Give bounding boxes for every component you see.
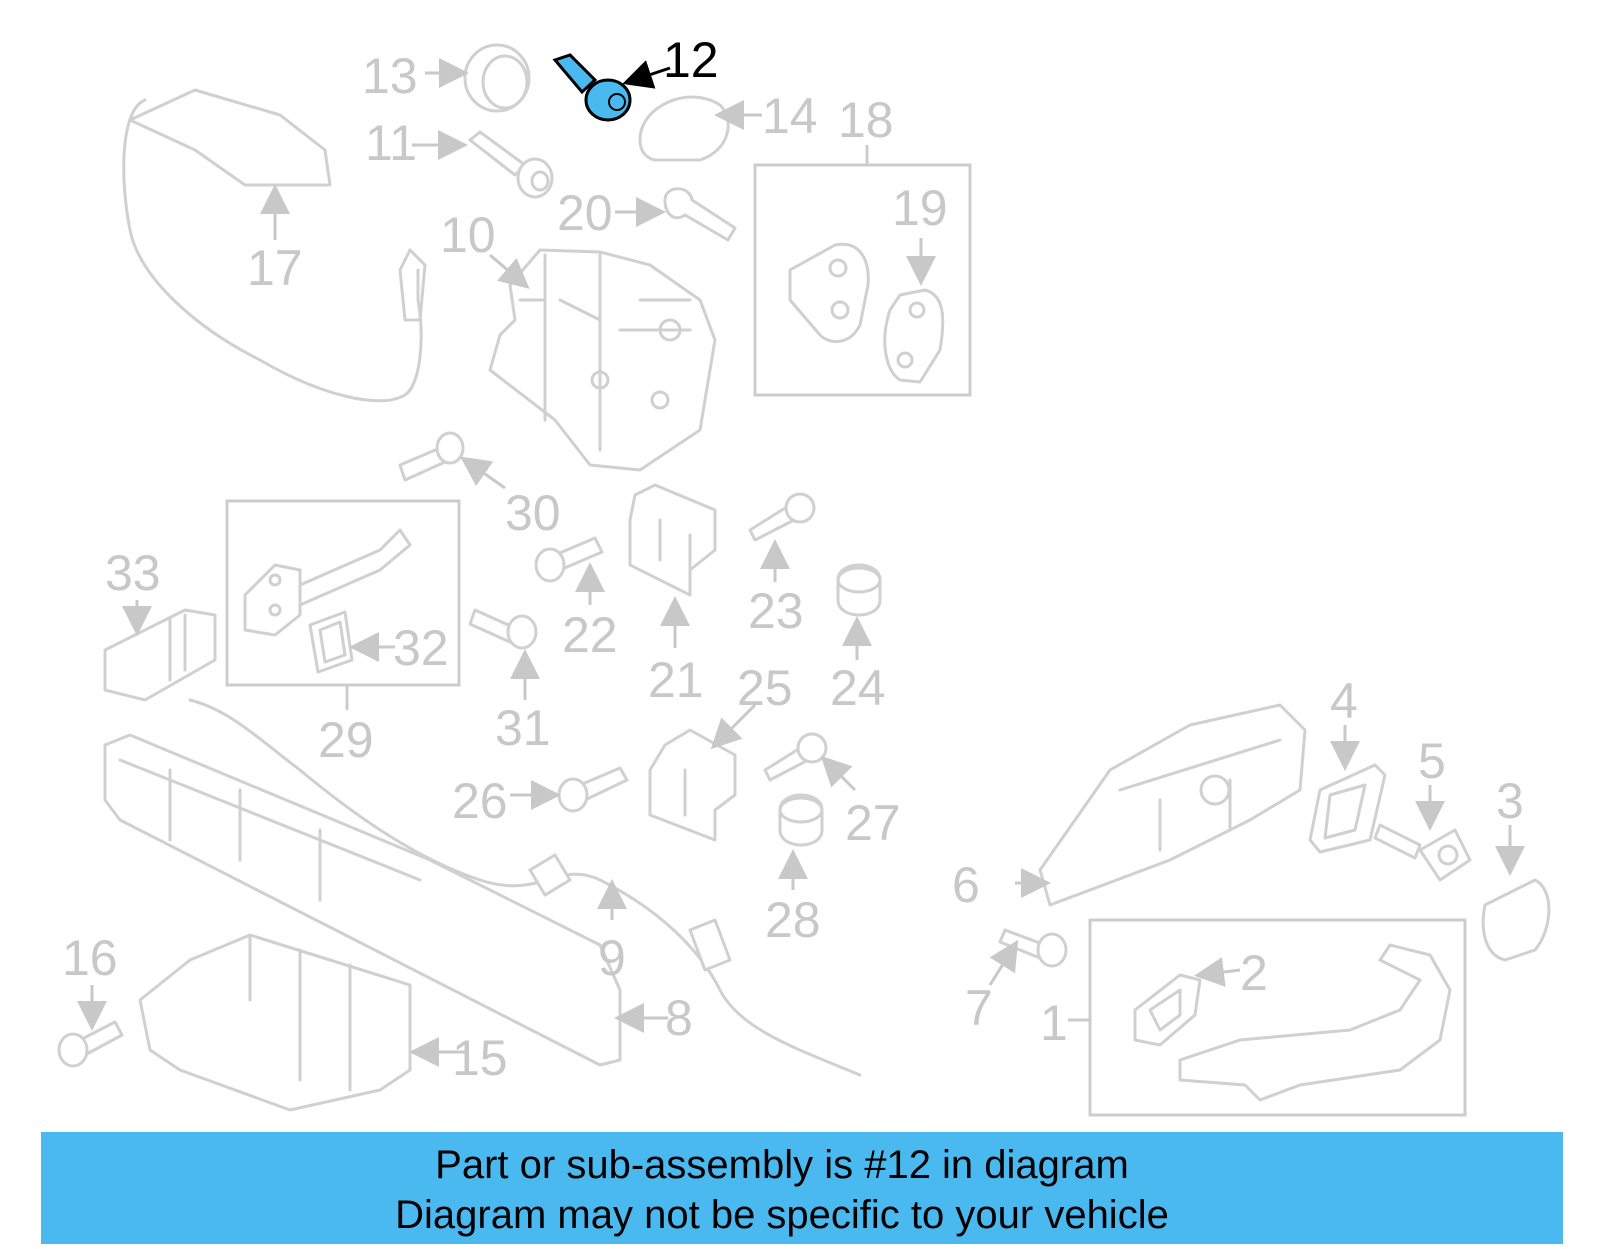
caption-banner: Part or sub-assembly is #12 in diagram D… xyxy=(41,1132,1563,1244)
connector-33 xyxy=(103,608,217,702)
leader-lines xyxy=(77,58,1525,1067)
label-2: 2 xyxy=(1240,945,1268,1001)
actuator-cable-17 xyxy=(122,88,427,403)
gasket-2 xyxy=(1133,973,1202,1047)
group-box-18 xyxy=(753,163,972,397)
label-7: 7 xyxy=(965,980,993,1036)
hinge-25 xyxy=(648,728,737,842)
label-18: 18 xyxy=(838,92,894,148)
gasket-32 xyxy=(308,610,354,674)
bolt-11 xyxy=(468,130,554,199)
hinge-21 xyxy=(628,483,717,597)
cable-9 xyxy=(188,698,862,1077)
bolt-30 xyxy=(398,431,465,482)
label-15: 15 xyxy=(452,1030,508,1086)
label-12: 12 xyxy=(663,32,719,88)
label-4: 4 xyxy=(1330,673,1358,729)
label-22: 22 xyxy=(562,607,618,663)
bolt-7 xyxy=(998,928,1068,968)
label-9: 9 xyxy=(598,930,626,986)
label-33: 33 xyxy=(105,545,161,601)
bolt-20 xyxy=(663,187,737,242)
bolt-16 xyxy=(57,1020,124,1068)
bolt-26 xyxy=(557,766,629,813)
caption-line-2: Diagram may not be specific to your vehi… xyxy=(395,1193,1169,1237)
bolt-12-highlighted xyxy=(552,53,632,122)
label-32: 32 xyxy=(393,620,449,676)
label-27: 27 xyxy=(845,795,901,851)
label-17: 17 xyxy=(247,240,303,296)
caption-line-1: Part or sub-assembly is #12 in diagram xyxy=(435,1143,1129,1187)
gasket-4 xyxy=(1308,763,1387,854)
caption-banner-bg xyxy=(41,1132,1563,1244)
label-21: 21 xyxy=(648,652,704,708)
outside-handle-1 xyxy=(1178,943,1452,1102)
label-8: 8 xyxy=(665,990,693,1046)
group-box-29 xyxy=(225,499,461,687)
label-14: 14 xyxy=(762,88,818,144)
label-26: 26 xyxy=(452,773,508,829)
end-cap-3 xyxy=(1481,878,1551,962)
label-23: 23 xyxy=(748,583,804,639)
handle-bracket-6 xyxy=(1038,703,1307,907)
striker-plate-19 xyxy=(883,288,945,384)
label-1: 1 xyxy=(1040,995,1068,1051)
cap-13 xyxy=(463,43,531,113)
cap-14 xyxy=(638,95,730,162)
label-10: 10 xyxy=(440,207,496,263)
label-5: 5 xyxy=(1418,733,1446,789)
callout-labels: 13 12 14 18 11 17 20 10 19 30 33 32 29 2… xyxy=(62,32,1524,1086)
label-13: 13 xyxy=(362,48,418,104)
striker-plate-18 xyxy=(788,242,870,344)
label-16: 16 xyxy=(62,930,118,986)
label-31: 31 xyxy=(495,700,551,756)
screw-23 xyxy=(748,492,816,542)
label-11: 11 xyxy=(365,115,417,171)
screw-27 xyxy=(763,732,828,782)
label-28: 28 xyxy=(765,892,821,948)
cap-24 xyxy=(836,563,882,617)
inner-handle-15 xyxy=(138,933,412,1112)
group-box-1 xyxy=(1088,918,1467,1117)
label-20: 20 xyxy=(557,185,613,241)
door-latch-10 xyxy=(488,248,717,472)
cap-28 xyxy=(778,793,824,847)
label-19: 19 xyxy=(892,180,948,236)
label-3: 3 xyxy=(1496,773,1524,829)
label-30: 30 xyxy=(505,485,561,541)
bolt-22 xyxy=(534,536,604,583)
label-6: 6 xyxy=(952,857,980,913)
lock-cylinder-5 xyxy=(1373,823,1472,882)
bolt-31 xyxy=(468,608,538,650)
check-strap-29 xyxy=(243,528,412,637)
label-29: 29 xyxy=(318,712,374,768)
label-24: 24 xyxy=(830,660,886,716)
label-25: 25 xyxy=(737,660,793,716)
